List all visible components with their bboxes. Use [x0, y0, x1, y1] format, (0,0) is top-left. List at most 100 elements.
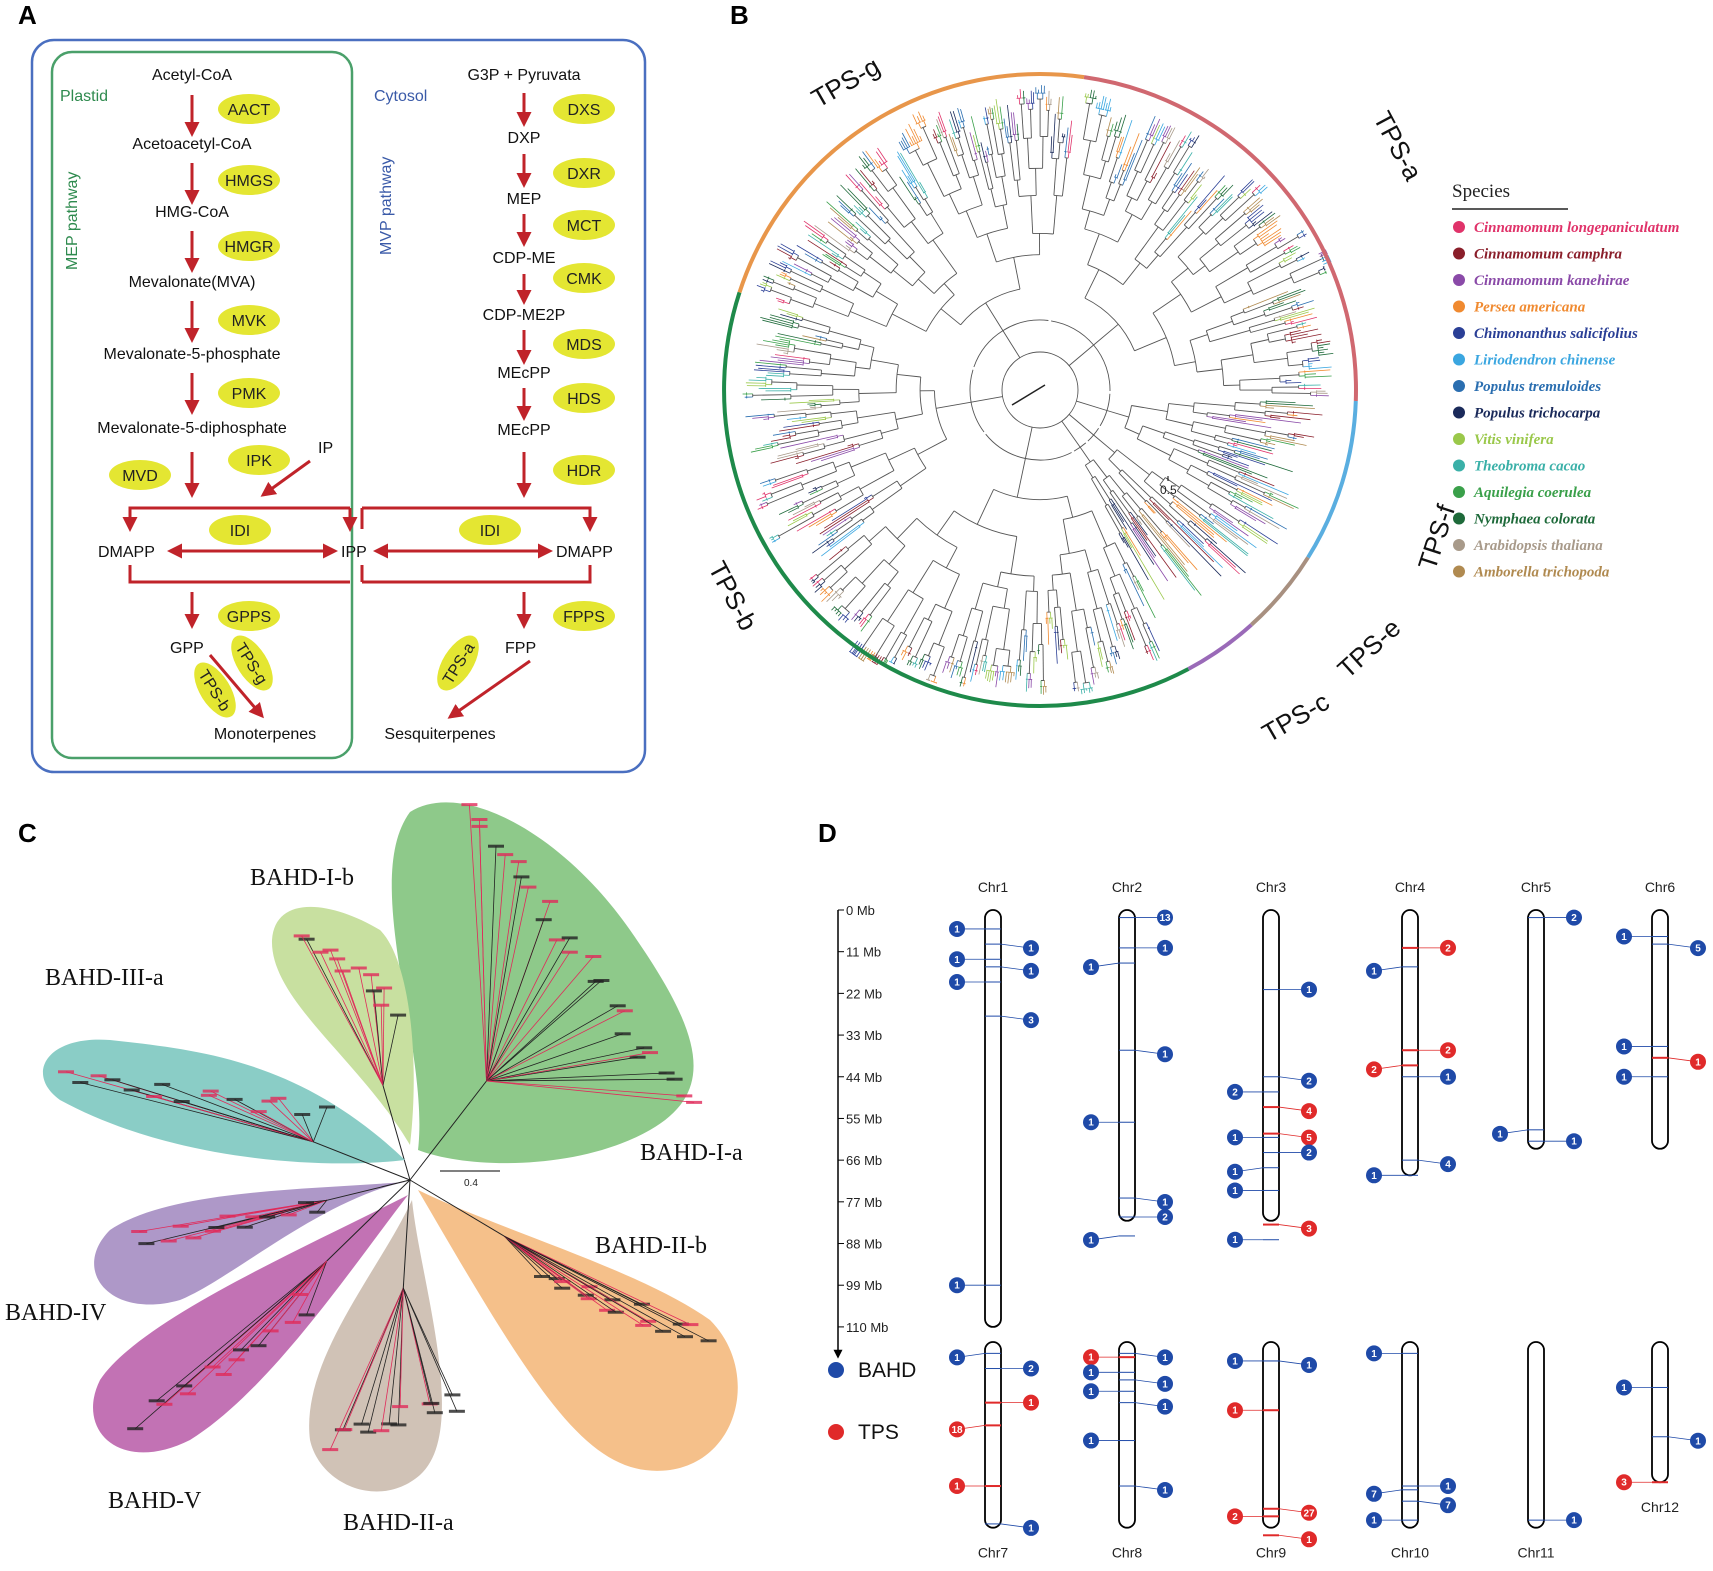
- bahd-branch: [486, 1010, 625, 1082]
- tree-leaf-branch: [1234, 494, 1243, 500]
- tree-leaf-branch: [1292, 341, 1296, 343]
- bahd-leaf-label: [390, 1013, 407, 1017]
- bahd-trunk-0: [409, 1080, 487, 1181]
- tree-leaf-branch: [1297, 300, 1314, 307]
- tree-leaf-branch: [837, 216, 852, 229]
- bahd-leaf-label: [270, 1096, 287, 1100]
- tree-leaf-arc: [1152, 137, 1155, 139]
- gene-count-label: 3: [1306, 1224, 1312, 1235]
- tree-leaf-branch: [1152, 118, 1161, 136]
- tree-leaf-branch: [791, 416, 826, 422]
- tree-leaf-stem: [1118, 623, 1122, 630]
- tree-leaf-arc: [1173, 184, 1178, 188]
- gene-count-dot: [1023, 1012, 1039, 1029]
- tree-leaf-arc: [822, 587, 828, 594]
- bahd-group-label-5: BAHD-II-a: [343, 1510, 454, 1536]
- bahd-leaf-label: [146, 1095, 163, 1098]
- tree-internal-stem: [1186, 472, 1210, 486]
- tree-leaf-branch: [1103, 97, 1107, 110]
- tree-internal-stem: [1118, 592, 1127, 612]
- tree-leaf-stem: [1287, 411, 1294, 413]
- legend-label-tps: TPS: [858, 1421, 899, 1444]
- tree-internal-arc: [960, 288, 1021, 326]
- tree-internal-arc: [1171, 281, 1192, 313]
- tree-leaf-branch: [1200, 190, 1218, 210]
- tree-internal-stem: [963, 640, 975, 678]
- tree-internal-stem: [775, 469, 807, 481]
- tree-leaf-branch: [1212, 417, 1272, 429]
- tree-internal-arc: [953, 510, 1017, 537]
- bahd-branch: [469, 804, 487, 1082]
- bahd-leaf-label: [72, 1081, 89, 1084]
- tree-leaf-branch: [865, 150, 879, 168]
- tree-leaf-branch: [900, 152, 925, 193]
- tree-internal-stem: [820, 492, 839, 503]
- tree-leaf-stem: [829, 508, 836, 513]
- tree-leaf-stem: [1121, 164, 1125, 171]
- tree-internal-stem: [909, 256, 926, 273]
- tree-leaf-stem: [1017, 134, 1019, 141]
- sesquiterpenes-label: Sesquiterpenes: [384, 726, 495, 743]
- tree-leaf-stem: [987, 148, 990, 155]
- tree-leaf-branch: [822, 519, 846, 536]
- tree-leaf-branch: [1213, 198, 1225, 210]
- tree-leaf-branch: [1266, 438, 1295, 446]
- tree-leaf-branch: [1163, 537, 1167, 541]
- tree-leaf-arc: [1210, 541, 1213, 544]
- tree-leaf-branch: [1265, 407, 1274, 409]
- tree-internal-stem: [957, 137, 965, 155]
- tree-leaf-branch: [762, 279, 768, 282]
- tree-leaf-stem: [825, 417, 832, 419]
- tree-leaf-branch: [932, 133, 936, 139]
- tree-internal-stem: [1159, 484, 1175, 497]
- bahd-branch: [269, 1100, 314, 1143]
- tree-leaf-arc: [1266, 438, 1268, 442]
- tree-leaf-branch: [859, 617, 865, 625]
- chromosome-label: Chr5: [1521, 879, 1552, 895]
- tree-leaf-stem: [1297, 258, 1303, 262]
- tree-leaf-arc: [814, 504, 817, 508]
- tree-leaf-branch: [1203, 453, 1268, 479]
- tree-leaf-branch: [999, 106, 1003, 123]
- tree-leaf-stem: [770, 481, 777, 484]
- tree-leaf-stem: [1144, 646, 1148, 653]
- tree-leaf-branch: [1213, 474, 1238, 487]
- tree-leaf-stem: [1264, 491, 1271, 495]
- tree-internal-stem: [1084, 464, 1094, 479]
- tree-leaf-arc: [1317, 345, 1320, 356]
- tree-leaf-branch: [1308, 359, 1321, 362]
- tree-leaf-stem: [1234, 449, 1241, 453]
- tree-leaf-stem: [1162, 544, 1167, 550]
- tree-internal-arc: [885, 303, 898, 327]
- mb-label-0: 0 Mb: [846, 903, 875, 918]
- tree-leaf-branch: [847, 239, 854, 245]
- species-dot-7: [1453, 406, 1465, 419]
- tree-leaf-stem: [831, 511, 837, 516]
- tree-leaf-arc: [902, 649, 908, 653]
- bahd-branch: [486, 937, 571, 1082]
- tree-leaf-stem: [814, 343, 821, 346]
- tree-internal-stem: [821, 261, 839, 272]
- tree-leaf-branch: [1269, 494, 1299, 509]
- tree-leaf-stem: [1260, 438, 1267, 441]
- bahd-leaf-label: [245, 1215, 262, 1219]
- tree-internal-arc: [1032, 232, 1054, 235]
- right-metabolite-3: CDP-ME: [492, 250, 555, 267]
- tree-leaf-arc: [766, 279, 769, 283]
- tree-internal-stem: [997, 571, 1002, 587]
- enzyme-hds: HDS: [553, 383, 615, 413]
- tree-leaf-stem: [962, 121, 965, 128]
- tree-internal-stem: [777, 435, 820, 445]
- tree-internal-arc: [943, 136, 947, 139]
- tree-leaf-branch: [770, 455, 798, 464]
- bahd-branch: [288, 1199, 327, 1216]
- tree-internal-arc: [1087, 264, 1124, 286]
- clade-label-tps-c: TPS-c: [1257, 686, 1335, 748]
- tree-internal-stem: [1190, 464, 1208, 474]
- gene-count-dot: [1157, 1398, 1173, 1415]
- tree-leaf-branch: [1249, 209, 1263, 221]
- tree-leaf-branch: [1213, 519, 1249, 545]
- gene-count-dot: [1023, 1360, 1039, 1377]
